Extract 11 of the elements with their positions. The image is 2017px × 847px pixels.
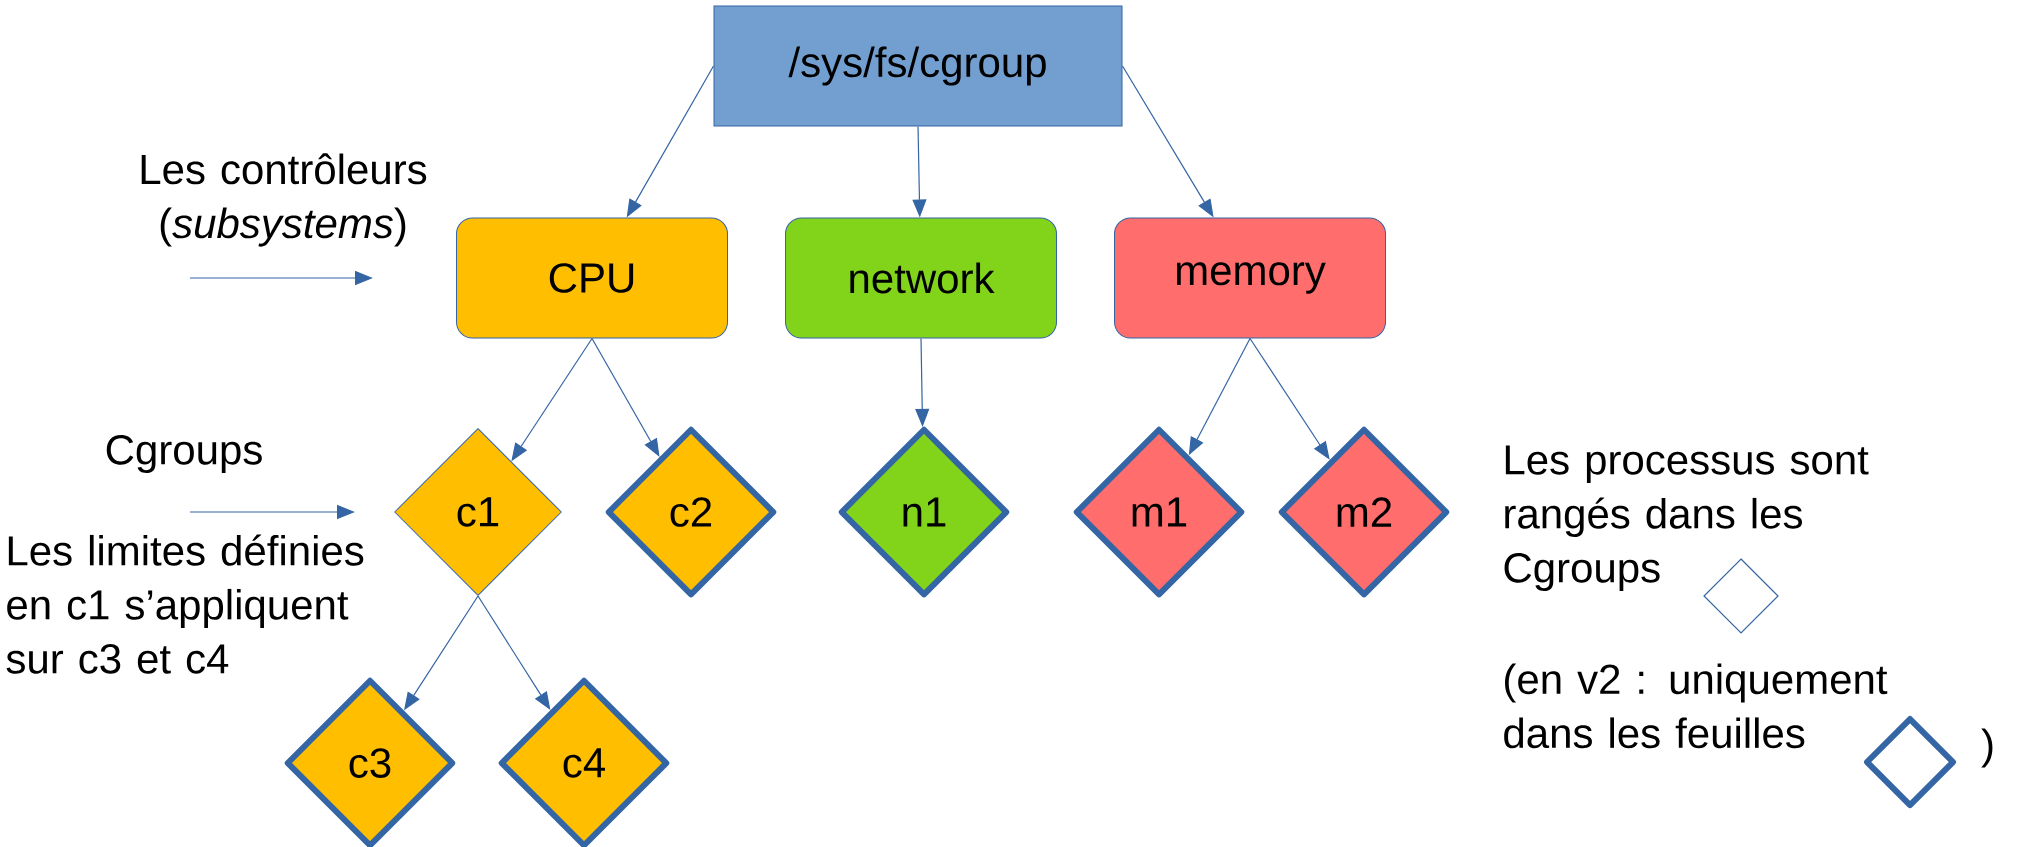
note-text: Les processus sont rangés dans les Cgroups [1504,445,1869,591]
note-text: (en v2 : uniquement dans les feuilles [1504,663,1888,749]
controller-box: memory [1114,217,1386,339]
note-text: ) [1981,728,1993,768]
controller-box: CPU [456,217,728,339]
controllers-caption: Les contrôleurs (subsystems) [141,153,427,247]
note-text: Les limites définies en c1 s’appliquent sur c3 et c4 [6,534,364,674]
controller-box: network [785,217,1057,339]
cgroups-caption: Cgroups [106,435,262,474]
arrow [591,337,660,457]
root-box: /sys/fs/cgroup [713,5,1123,127]
